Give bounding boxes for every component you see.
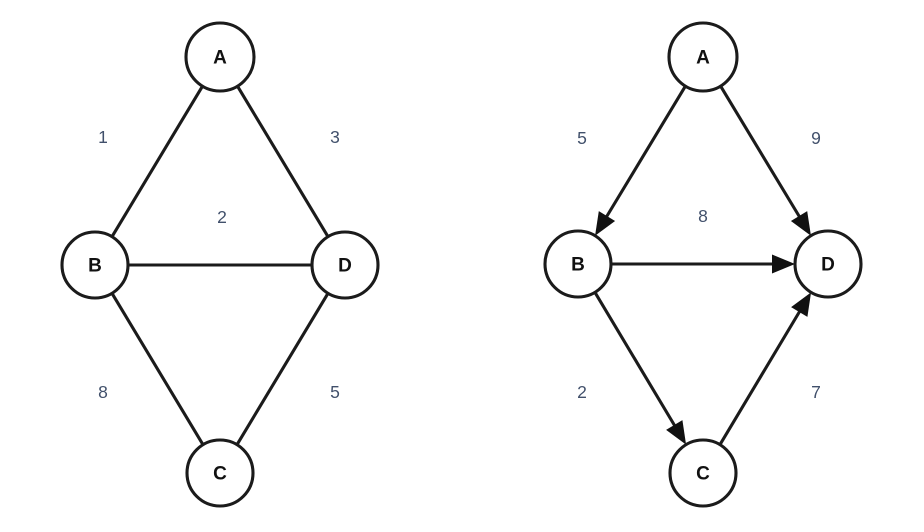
arrowhead-icon <box>595 211 616 236</box>
edge-line <box>593 291 678 430</box>
edge-line <box>719 85 803 221</box>
edge-line <box>235 292 330 446</box>
edge-weight-label: 2 <box>577 382 587 402</box>
node-undirected-graph-A[interactable]: A <box>184 21 256 93</box>
node-undirected-graph-B[interactable]: B <box>60 230 130 300</box>
node-label: D <box>338 256 352 277</box>
node-label: A <box>696 48 710 69</box>
edge-weight-label: 9 <box>811 128 821 148</box>
edge-undirected-graph-B-C[interactable] <box>110 292 205 446</box>
edge-weight-label: 8 <box>698 206 708 226</box>
edge-weight-label: 1 <box>98 127 108 147</box>
edge-undirected-graph-A-D[interactable] <box>236 85 330 238</box>
node-undirected-graph-C[interactable]: C <box>185 438 255 508</box>
edge-directed-graph-A-B[interactable] <box>595 85 687 236</box>
edge-directed-graph-A-D[interactable] <box>719 85 811 236</box>
node-circle <box>793 229 863 299</box>
edge-weight-label: 5 <box>330 382 340 402</box>
node-label: B <box>88 256 102 277</box>
edge-undirected-graph-A-B[interactable] <box>110 85 204 238</box>
edge-weight-label: 5 <box>577 128 587 148</box>
edge-weight-label: 7 <box>811 382 821 402</box>
node-label: C <box>696 464 710 485</box>
edge-line <box>110 292 205 446</box>
node-label: D <box>821 255 835 276</box>
node-directed-graph-A[interactable]: A <box>667 21 739 93</box>
node-undirected-graph-D[interactable]: D <box>310 230 380 300</box>
edge-line <box>110 85 204 238</box>
node-directed-graph-B[interactable]: B <box>543 229 613 299</box>
edge-directed-graph-B-C[interactable] <box>593 291 687 445</box>
edge-line <box>718 307 803 446</box>
edge-directed-graph-B-D[interactable] <box>611 254 795 274</box>
node-circle <box>667 21 739 93</box>
node-circle <box>60 230 130 300</box>
arrowhead-icon <box>790 211 811 236</box>
node-circle <box>543 229 613 299</box>
node-circle <box>668 438 738 508</box>
arrowhead-icon <box>772 254 795 274</box>
graph-directed-graph: 5 9 8 2 7 A B C D <box>543 21 863 508</box>
arrowhead-icon <box>791 292 812 317</box>
node-label: B <box>571 255 585 276</box>
node-circle <box>184 21 256 93</box>
node-circle <box>185 438 255 508</box>
edge-line <box>236 85 330 238</box>
graph-undirected-graph: 1 3 2 8 5 A B C D <box>60 21 380 508</box>
edge-weight-label: 8 <box>98 382 108 402</box>
node-circle <box>310 230 380 300</box>
edge-line <box>603 85 687 221</box>
arrowhead-icon <box>666 420 687 445</box>
node-directed-graph-C[interactable]: C <box>668 438 738 508</box>
edge-undirected-graph-C-D[interactable] <box>235 292 330 446</box>
edge-directed-graph-C-D[interactable] <box>718 292 812 446</box>
node-directed-graph-D[interactable]: D <box>793 229 863 299</box>
edge-weight-label: 3 <box>330 127 340 147</box>
node-label: A <box>213 48 227 69</box>
node-label: C <box>213 464 227 485</box>
edge-weight-label: 2 <box>217 207 227 227</box>
